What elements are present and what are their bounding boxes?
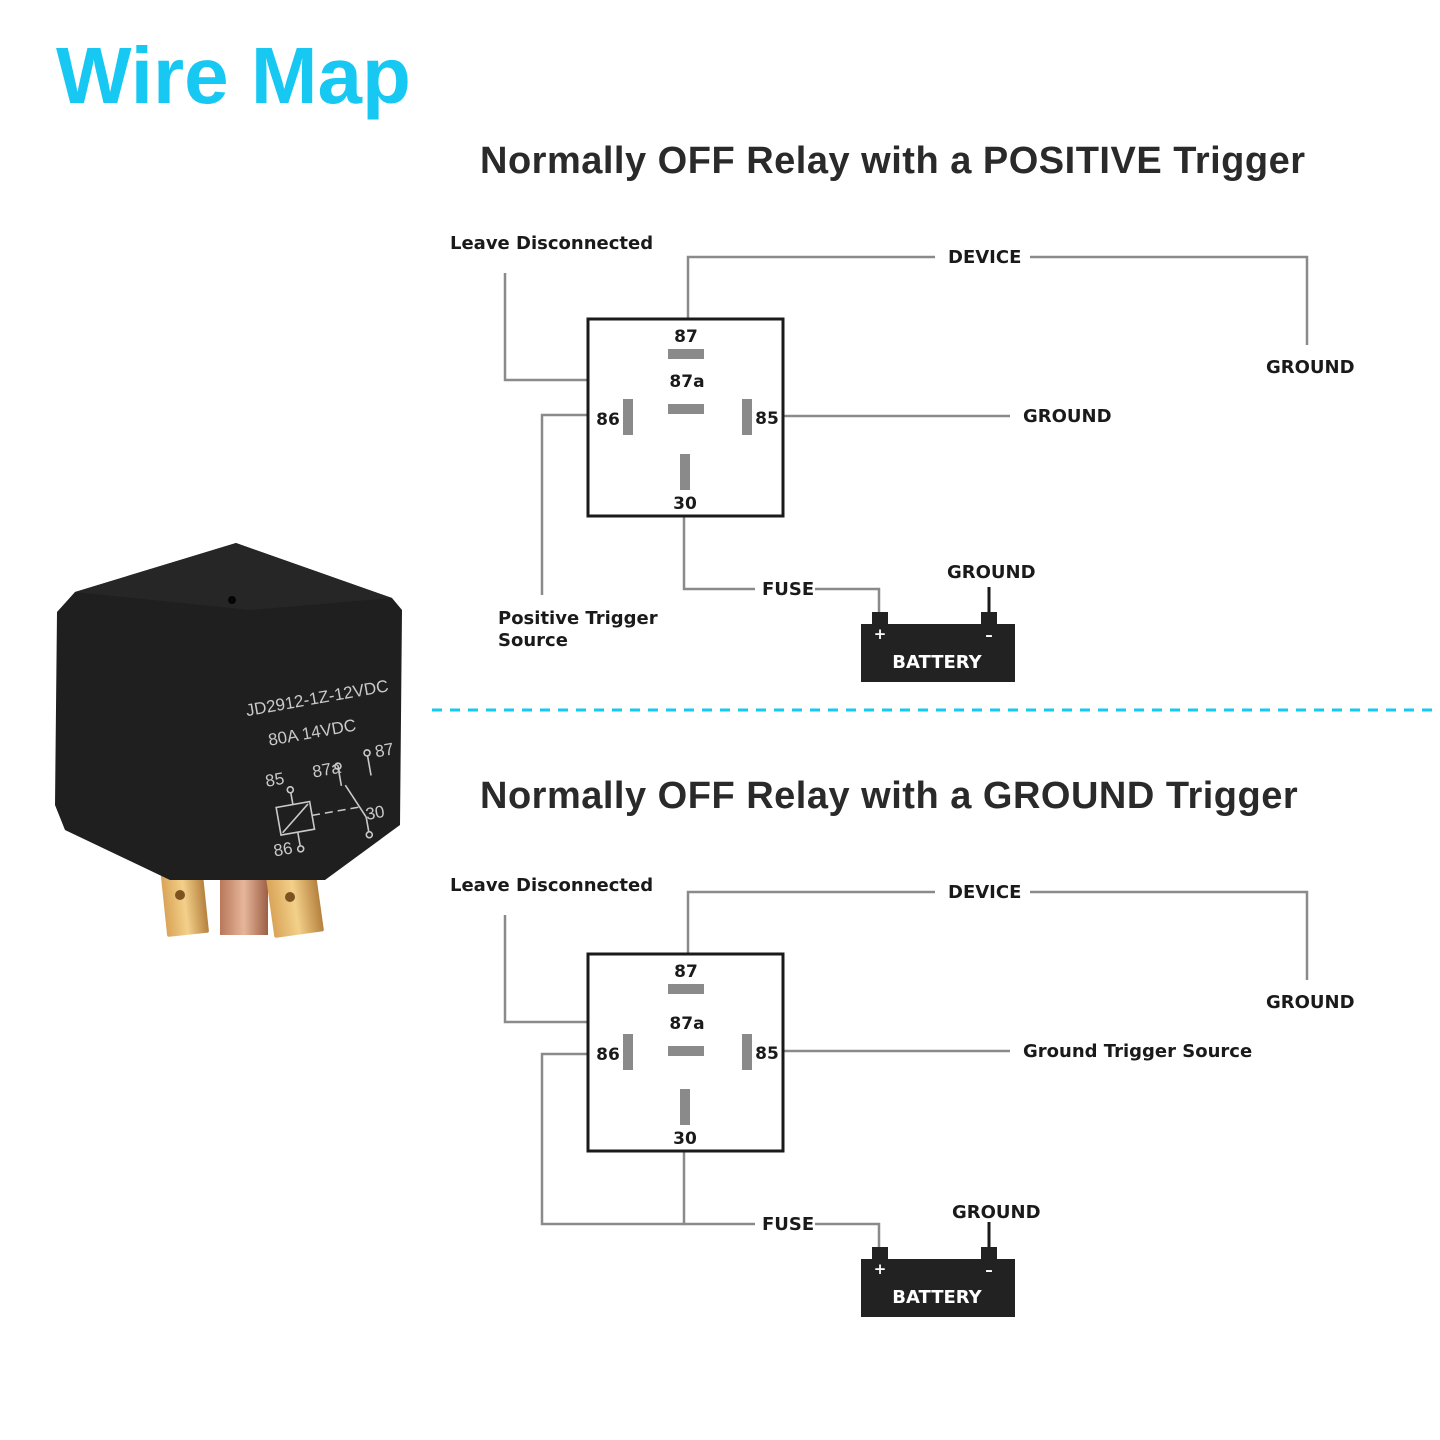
positive-trigger-diagram: 87 87a 86 85 30 Leave Disconnected DEVIC…	[450, 233, 1355, 682]
battery-body	[861, 1259, 1015, 1317]
wire-87-device	[686, 255, 935, 318]
relay-pin-86-text: 86	[272, 838, 294, 860]
ground-trigger-diagram: 87 87a 86 85 30 Leave Disconnected DEVIC…	[450, 875, 1355, 1317]
leave-disconnected-label: Leave Disconnected	[450, 875, 653, 896]
wire-87-device	[686, 890, 935, 953]
relay-coil-symbol-icon	[275, 749, 374, 853]
battery-minus-label: –	[985, 1261, 993, 1279]
battery-ground-label: GROUND	[947, 562, 1036, 583]
page-title: Wire Map	[56, 31, 411, 120]
wire-device-ground	[1030, 890, 1309, 980]
fuse-label: FUSE	[762, 1214, 814, 1235]
relay-top-face	[75, 543, 392, 610]
wire-86-positive-trigger	[540, 413, 588, 595]
ground-trigger-title: Normally OFF Relay with a GROUND Trigger	[480, 775, 1299, 817]
wire-device-ground	[1030, 255, 1309, 345]
relay-pin-87a-text: 87a	[311, 758, 343, 782]
pin-85-pad	[742, 399, 752, 435]
pin-30-label: 30	[673, 494, 697, 514]
pin-30-pad	[680, 1089, 690, 1125]
pin-hole-icon	[285, 892, 295, 902]
pin-87-pad	[668, 984, 704, 994]
positive-trigger-label: Positive Trigger	[498, 608, 658, 629]
pin-hole-icon	[175, 890, 185, 900]
pin-86-label: 86	[596, 410, 620, 430]
battery-body	[861, 624, 1015, 682]
relay-pin-85-text: 85	[264, 769, 286, 791]
battery-plus-label: +	[874, 625, 887, 643]
pin-87a-label: 87a	[669, 372, 704, 392]
relay-pin-87-text: 87	[373, 739, 395, 761]
wire-86-to-30	[540, 1052, 684, 1226]
fuse-label: FUSE	[762, 579, 814, 600]
positive-trigger-label-line2: Source	[498, 630, 568, 651]
battery-ground-label: GROUND	[952, 1202, 1041, 1223]
battery-label: BATTERY	[892, 1287, 982, 1308]
ground-trigger-source-label: Ground Trigger Source	[1023, 1041, 1252, 1062]
relay-vent-hole-icon	[228, 596, 236, 604]
pin-30-pad	[680, 454, 690, 490]
pin-85-ground-label: GROUND	[1023, 406, 1112, 427]
battery-minus-label: –	[985, 626, 993, 644]
pin-85-label: 85	[755, 409, 779, 429]
device-label: DEVICE	[948, 247, 1021, 268]
pin-87-label: 87	[674, 962, 698, 982]
pin-87a-label: 87a	[669, 1014, 704, 1034]
pin-87a-pad	[668, 404, 704, 414]
pin-30-label: 30	[673, 1129, 697, 1149]
pin-86-pad	[623, 1034, 633, 1070]
pin-87a-pad	[668, 1046, 704, 1056]
relay-photo: JD2912-1Z-12VDC 80A 14VDC 85 87a 87 30 8…	[55, 543, 402, 938]
pin-87-pad	[668, 349, 704, 359]
pin-86-label: 86	[596, 1045, 620, 1065]
pin-86-pad	[623, 399, 633, 435]
pin-85-label: 85	[755, 1044, 779, 1064]
wire-fuse-battery	[815, 1222, 881, 1249]
device-label: DEVICE	[948, 882, 1021, 903]
battery-icon: + – BATTERY	[861, 1247, 1015, 1317]
wire-30-fuse	[682, 516, 755, 591]
wire-30-fuse	[682, 1151, 755, 1226]
device-ground-label: GROUND	[1266, 357, 1355, 378]
pin-87-label: 87	[674, 327, 698, 347]
leave-disconnected-label: Leave Disconnected	[450, 233, 653, 254]
positive-trigger-title: Normally OFF Relay with a POSITIVE Trigg…	[480, 140, 1306, 182]
battery-plus-label: +	[874, 1260, 887, 1278]
relay-pin-30-text: 30	[364, 802, 386, 824]
battery-icon: + – BATTERY	[861, 612, 1015, 682]
device-ground-label: GROUND	[1266, 992, 1355, 1013]
relay-body	[55, 543, 402, 880]
pin-85-pad	[742, 1034, 752, 1070]
wire-fuse-battery	[815, 587, 881, 614]
battery-label: BATTERY	[892, 652, 982, 673]
